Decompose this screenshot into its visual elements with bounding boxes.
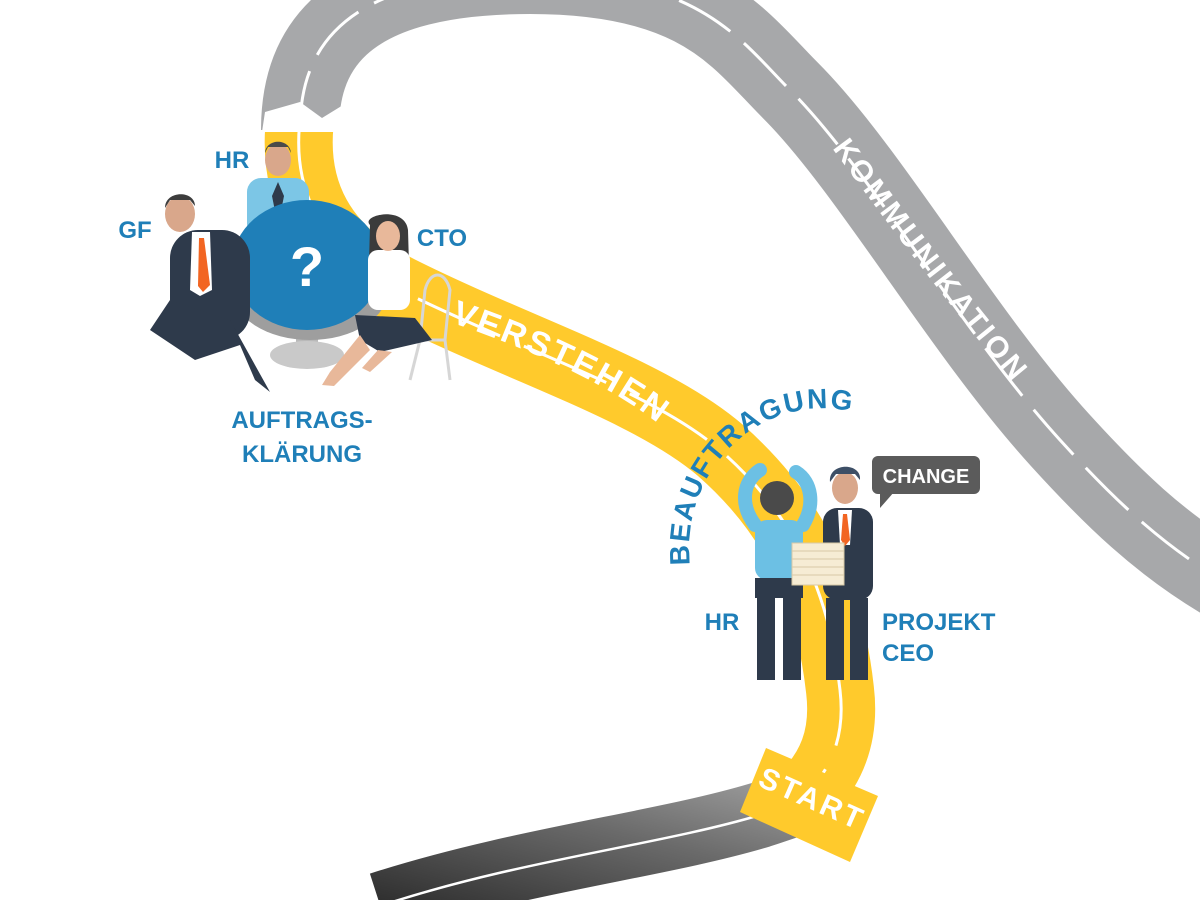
gf-label: GF [118, 217, 151, 244]
meeting-table: ? [232, 200, 388, 369]
cto-person [322, 214, 432, 386]
cto-label: CTO [417, 225, 467, 252]
question-mark-icon: ? [290, 235, 324, 298]
hr-label-handover: HR [705, 609, 740, 636]
chair-icon [408, 273, 452, 381]
hr-person-handover [738, 463, 818, 680]
kommunikation-label: KOMMUNIKATION [826, 133, 1034, 389]
handover-group: CHANGE [738, 456, 980, 680]
road-joint [262, 102, 348, 132]
ceo-label-line-2: CEO [882, 640, 934, 667]
meeting-group: ? [150, 141, 452, 392]
grey-road-kommunikation [261, 0, 1200, 613]
speech-bubble-text: CHANGE [883, 466, 970, 488]
caption-line-2: KLÄRUNG [242, 441, 362, 468]
start-sign: START [740, 748, 878, 862]
document-stack-icon [791, 542, 845, 586]
gf-person [150, 194, 270, 392]
caption-line-1: AUFTRAGS- [231, 407, 372, 434]
speech-bubble-icon: CHANGE [872, 456, 980, 508]
hr-label-meeting: HR [215, 147, 250, 174]
ceo-label-line-1: PROJEKT [882, 609, 996, 636]
